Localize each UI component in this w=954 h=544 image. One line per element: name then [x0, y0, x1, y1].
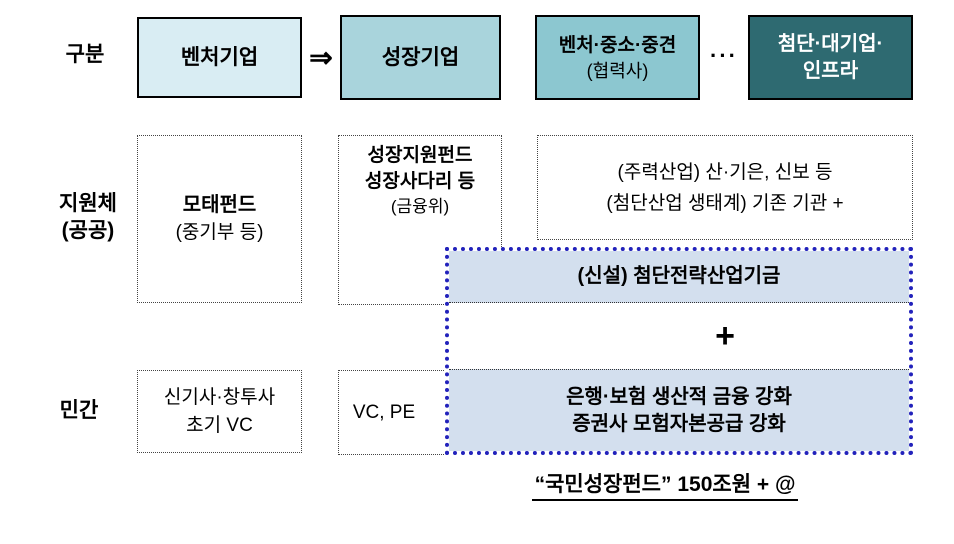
- new-fund-label: (신설) 첨단전략산업기금: [577, 265, 781, 287]
- category-box-venture-label: 벤처기업: [180, 46, 259, 69]
- highlight-private-finance-band: 은행·보험 생산적 금융 강화 증권사 모험자본공급 강화: [449, 369, 909, 451]
- public-box-growth-fund: 성장지원펀드 성장사다리 등 (금융위): [338, 135, 502, 305]
- private-finance-line2: 증권사 모험자본공급 강화: [572, 412, 786, 435]
- highlight-new-fund-band: (신설) 첨단전략산업기금: [449, 251, 909, 303]
- category-box-venture: 벤처기업: [137, 17, 302, 98]
- growth-fund-line1: 성장지원펀드: [367, 145, 473, 166]
- category-box-hightech: 첨단·대기업· 인프라: [748, 15, 913, 100]
- vc-pe-label: VC, PE: [352, 401, 416, 423]
- category-box-midsize-line1: 벤처·중소·중견: [558, 34, 677, 56]
- right-double-arrow-icon: ⇒: [309, 42, 333, 73]
- existing-institutions-line1: (주력산업) 산·기은, 신보 등: [617, 161, 833, 183]
- existing-institutions-line2: (첨단산업 생태계) 기존 기관 +: [606, 192, 844, 214]
- highlight-national-growth-fund-box: (신설) 첨단전략산업기금 + 은행·보험 생산적 금융 강화 증권사 모험자본…: [445, 247, 913, 455]
- public-box-existing-institutions: (주력산업) 산·기은, 신보 등 (첨단산업 생태계) 기존 기관 +: [537, 135, 913, 240]
- growth-fund-line2: 성장사다리 등: [364, 171, 476, 192]
- category-box-growth-label: 성장기업: [381, 46, 460, 69]
- row-label-category: 구분: [65, 43, 105, 66]
- category-box-growth: 성장기업: [340, 15, 501, 100]
- plus-icon: +: [715, 316, 735, 355]
- category-box-midsize: 벤처·중소·중견 (협력사): [535, 15, 700, 100]
- private-finance-line1: 은행·보험 생산적 금융 강화: [566, 385, 792, 408]
- early-vc-line2: 초기 VC: [186, 414, 253, 436]
- row-label-private: 민간: [59, 399, 99, 422]
- footer-summary-text: “국민성장펀드” 150조원 + @: [531, 473, 799, 501]
- footer-summary: “국민성장펀드” 150조원 + @: [430, 468, 900, 501]
- public-box-motae-fund: 모태펀드 (중기부 등): [137, 135, 302, 303]
- ellipsis-icon: ···: [710, 43, 738, 68]
- motae-fund-sub: (중기부 등): [175, 222, 264, 243]
- motae-fund-title: 모태펀드: [182, 194, 257, 216]
- private-box-early-vc: 신기사·창투사 초기 VC: [137, 370, 302, 453]
- row-label-public: 지원체 (공공): [38, 190, 138, 244]
- row-label-public-line2: (공공): [61, 219, 115, 242]
- row-label-public-line1: 지원체: [59, 192, 117, 215]
- category-box-hightech-line1: 첨단·대기업·: [777, 32, 884, 55]
- category-box-midsize-line2: (협력사): [586, 60, 649, 81]
- early-vc-line1: 신기사·창투사: [163, 386, 276, 408]
- category-box-hightech-line2: 인프라: [802, 59, 859, 82]
- growth-fund-line3: (금융위): [390, 197, 450, 216]
- highlight-plus-row: +: [449, 303, 909, 369]
